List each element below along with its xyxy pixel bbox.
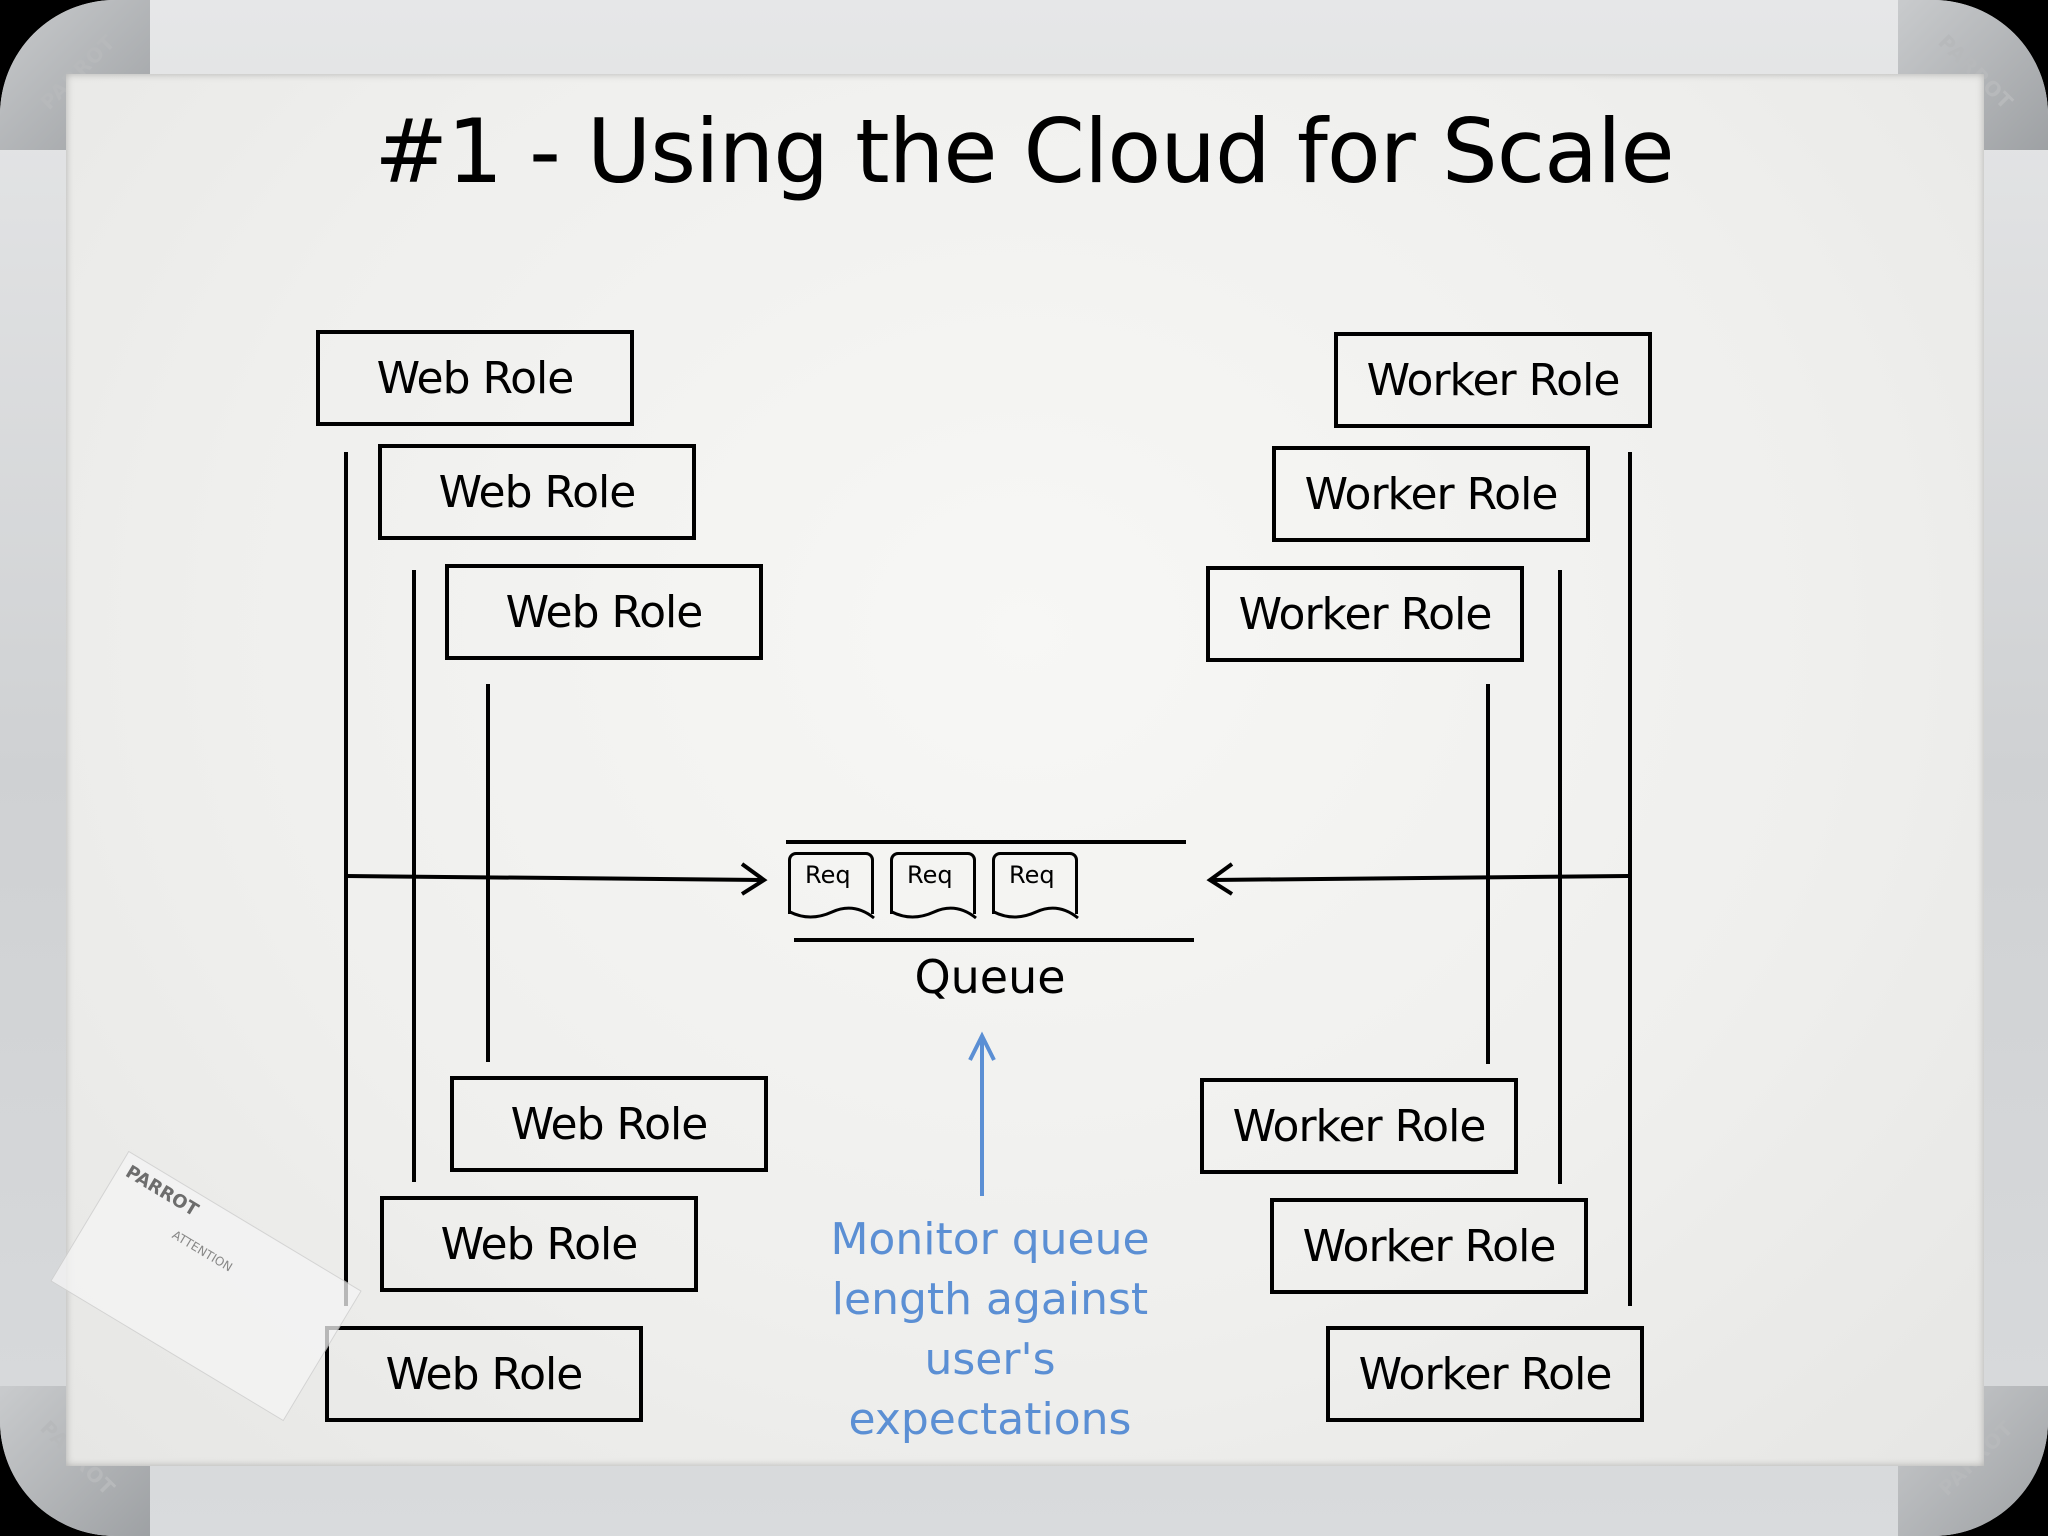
whiteboard-surface xyxy=(66,74,1984,1466)
web-role-box-6: Web Role xyxy=(325,1326,643,1422)
worker-connector-line-3 xyxy=(1486,684,1490,1064)
queue-request-item-3: Req xyxy=(992,852,1078,914)
worker-role-box-6: Worker Role xyxy=(1326,1326,1644,1422)
web-role-box-4: Web Role xyxy=(450,1076,768,1172)
web-connector-line-3 xyxy=(486,684,490,1062)
web-role-box-5: Web Role xyxy=(380,1196,698,1292)
worker-role-box-5: Worker Role xyxy=(1270,1198,1588,1294)
monitor-annotation-line-2: length against user's xyxy=(831,1274,1149,1385)
monitor-annotation-line-1: Monitor queue xyxy=(830,1214,1150,1265)
worker-role-box-2: Worker Role xyxy=(1272,446,1590,542)
worker-role-box-4: Worker Role xyxy=(1200,1078,1518,1174)
queue-request-item-1: Req xyxy=(788,852,874,914)
diagram-title: #1 - Using the Cloud for Scale xyxy=(374,100,1674,203)
monitor-annotation: Monitor queue length against user's expe… xyxy=(760,1210,1220,1450)
web-role-box-2: Web Role xyxy=(378,444,696,540)
monitor-annotation-line-3: expectations xyxy=(848,1394,1132,1445)
worker-role-box-1: Worker Role xyxy=(1334,332,1652,428)
web-connector-line-1 xyxy=(344,452,348,1306)
sticker-warning-text: ATTENTION xyxy=(169,1227,235,1275)
worker-connector-line-2 xyxy=(1558,570,1562,1184)
web-role-box-1: Web Role xyxy=(316,330,634,426)
queue-label: Queue xyxy=(914,950,1066,1004)
worker-role-box-3: Worker Role xyxy=(1206,566,1524,662)
worker-connector-line-1 xyxy=(1628,452,1632,1306)
queue-request-item-2: Req xyxy=(890,852,976,914)
web-connector-line-2 xyxy=(412,570,416,1182)
web-role-box-3: Web Role xyxy=(445,564,763,660)
